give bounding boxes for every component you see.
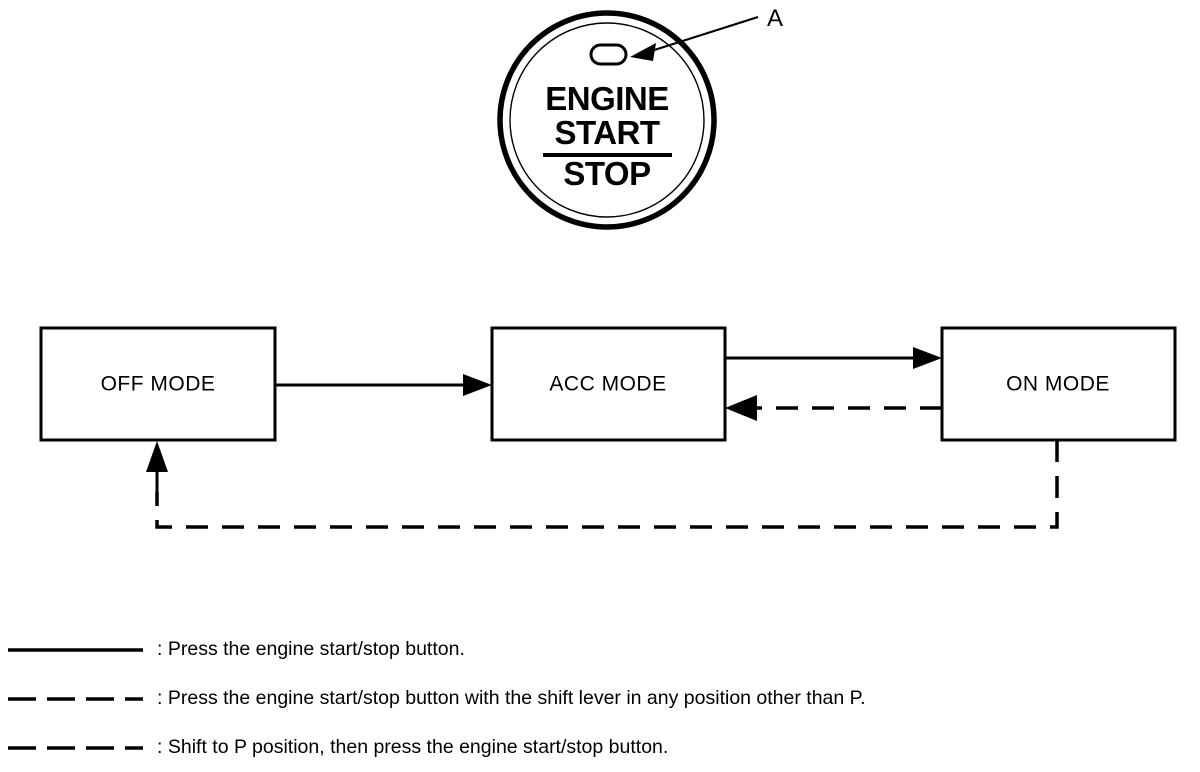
button-label-engine: ENGINE xyxy=(545,80,669,117)
button-label-start: START xyxy=(554,114,659,151)
engine-start-stop-button[interactable]: ENGINE START STOP xyxy=(497,10,717,230)
button-outer-ring xyxy=(497,10,717,230)
acc-mode-box xyxy=(490,326,727,442)
transition-on-to-off-arrowhead xyxy=(146,441,168,472)
off-mode-label: OFF MODE xyxy=(101,373,216,396)
callout-leader-line xyxy=(647,15,759,54)
led-indicator xyxy=(589,43,628,66)
mode-box-on[interactable]: ON MODE xyxy=(940,326,1177,442)
mode-box-off[interactable]: OFF MODE xyxy=(39,326,277,442)
callout-a: A xyxy=(630,5,783,61)
legend-item-0: : Press the engine start/stop button. xyxy=(8,638,465,660)
off-mode-box xyxy=(39,326,277,442)
legend: : Press the engine start/stop button. : … xyxy=(8,638,866,758)
legend-separator-0: : xyxy=(157,638,162,660)
legend-item-2: : Shift to P position, then press the en… xyxy=(8,736,668,758)
transition-on-to-off xyxy=(146,440,1059,529)
legend-text-0: : Press the engine start/stop button. xyxy=(157,638,465,660)
transition-acc-to-on xyxy=(725,347,942,369)
transition-on-to-off-path xyxy=(155,440,1059,529)
button-label-stop: STOP xyxy=(563,155,650,192)
transition-off-to-acc xyxy=(275,374,492,396)
legend-label-2: Shift to P position, then press the engi… xyxy=(168,736,668,758)
legend-separator-1: : xyxy=(157,687,162,709)
legend-item-1: : Press the engine start/stop button wit… xyxy=(8,687,866,709)
on-mode-box xyxy=(940,326,1177,442)
mode-box-acc[interactable]: ACC MODE xyxy=(490,326,727,442)
legend-label-1: Press the engine start/stop button with … xyxy=(168,687,866,709)
transition-on-to-acc-arrowhead xyxy=(725,395,757,421)
legend-text-2: : Shift to P position, then press the en… xyxy=(157,736,668,758)
button-inner-ring xyxy=(509,22,705,218)
on-mode-label: ON MODE xyxy=(1006,373,1110,396)
transition-acc-to-on-arrowhead xyxy=(913,347,942,369)
legend-separator-2: : xyxy=(157,736,162,758)
transition-on-to-acc xyxy=(725,395,942,421)
legend-label-0: Press the engine start/stop button. xyxy=(168,638,465,660)
acc-mode-label: ACC MODE xyxy=(549,373,666,396)
transition-off-to-acc-arrowhead xyxy=(463,374,492,396)
callout-label-a: A xyxy=(767,5,783,32)
legend-text-1: : Press the engine start/stop button wit… xyxy=(157,687,866,709)
callout-arrowhead xyxy=(630,43,656,61)
